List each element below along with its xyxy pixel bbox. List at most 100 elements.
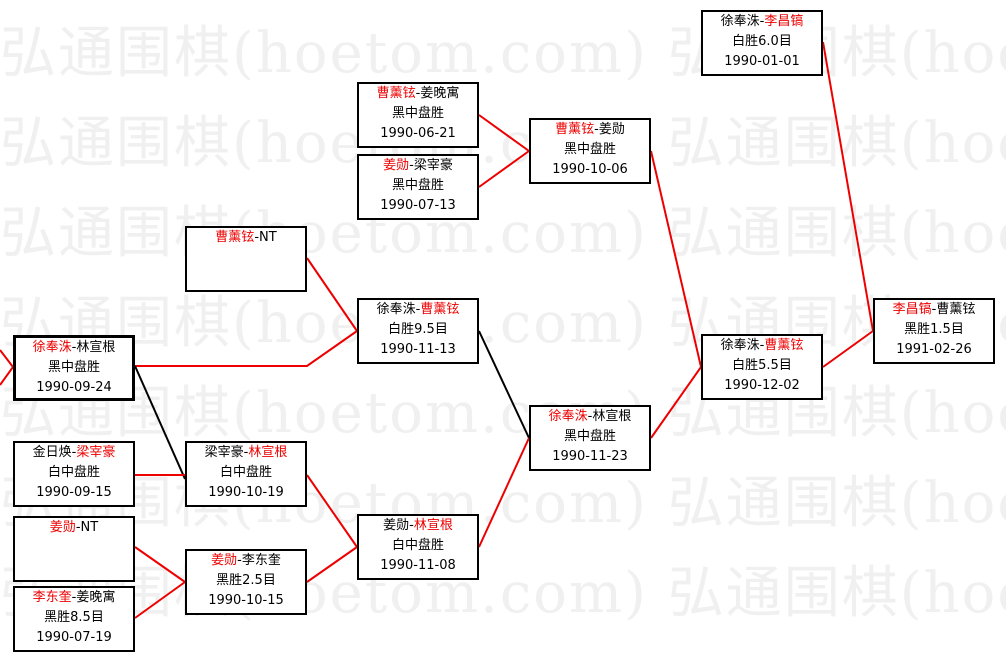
- match-players: 徐奉洙-林宣根: [531, 407, 649, 427]
- connector-line: [650, 150, 702, 368]
- player-2: 林宣根: [76, 340, 116, 355]
- watermark: 弘通围棋(hoetom.com) 弘通围棋(hoetom.com) 弘通围棋(h…: [0, 21, 1006, 86]
- match-result: 黑胜8.5目: [44, 610, 104, 625]
- match-result: 黑中盘胜: [47, 360, 100, 375]
- match-box[interactable]: 李东奎-姜晚寓黑胜8.5目 1990-07-19: [13, 586, 135, 652]
- match-result: 黑中盘胜: [391, 178, 444, 193]
- player-2: 姜勋: [598, 122, 625, 137]
- match-players: 徐奉洙-李昌镐: [703, 12, 821, 32]
- watermark: 弘通围棋(hoetom.com) 弘通围棋(hoetom.com) 弘通围棋(h…: [0, 291, 1006, 356]
- match-result: 黑中盘胜: [391, 106, 444, 121]
- match-result: 黑中盘胜: [563, 429, 616, 444]
- match-date: 1990-09-24: [36, 380, 112, 395]
- player-1: 姜勋: [49, 520, 76, 535]
- separator: -: [409, 158, 414, 173]
- match-date: 1990-09-15: [36, 485, 112, 500]
- match-date: 1990-10-15: [208, 593, 284, 608]
- connector-line: [306, 546, 358, 583]
- player-2: 梁宰豪: [413, 158, 453, 173]
- separator: -: [254, 230, 260, 245]
- separator: -: [409, 518, 414, 533]
- match-players: 李东奎-姜晚寓: [15, 588, 133, 608]
- match-players: 姜勋-李东奎: [187, 551, 305, 571]
- player-1: 曹薰铉: [376, 86, 416, 101]
- match-box[interactable]: 曹薰铉-姜晚寓黑中盘胜 1990-06-21: [357, 82, 479, 148]
- player-1: 曹薰铉: [215, 230, 255, 245]
- match-date: 1990-11-23: [552, 449, 628, 464]
- match-players: 徐奉洙-林宣根: [16, 338, 132, 358]
- match-box[interactable]: 徐奉洙-曹薰铉白胜5.5目 1990-12-02: [701, 334, 823, 400]
- separator: -: [759, 338, 765, 353]
- connector-line: [306, 474, 358, 548]
- connector-line: [478, 114, 530, 152]
- player-2: 林宣根: [248, 445, 288, 460]
- player-1: 徐奉洙: [32, 340, 72, 355]
- match-result: 黑胜2.5目: [216, 573, 276, 588]
- separator: -: [243, 445, 249, 460]
- connector-line: [306, 257, 358, 332]
- watermark: 弘通围棋(hoetom.com) 弘通围棋(hoetom.com) 弘通围棋(h…: [0, 381, 1006, 446]
- match-result: 白胜9.5目: [388, 322, 448, 337]
- match-players: 徐奉洙-曹薰铉: [359, 300, 477, 320]
- player-1: 曹薰铉: [555, 122, 595, 137]
- separator: -: [415, 302, 421, 317]
- separator: -: [237, 553, 242, 568]
- separator: -: [931, 302, 937, 317]
- connector-line: [134, 365, 186, 480]
- player-2: 林宣根: [413, 518, 453, 533]
- player-1: 徐奉洙: [376, 302, 416, 317]
- connector-line: [0, 349, 15, 386]
- connector-line: [478, 150, 530, 188]
- match-result: 白胜6.0目: [732, 34, 792, 49]
- match-box[interactable]: 徐奉洙-林宣根黑中盘胜 1990-09-24: [13, 335, 135, 401]
- match-date: 1991-02-26: [896, 342, 972, 357]
- match-date: 1990-11-13: [380, 342, 456, 357]
- match-players: 姜勋-林宣根: [359, 516, 477, 536]
- connector-line: [822, 41, 874, 332]
- watermark: 弘通围棋(hoetom.com) 弘通围棋(hoetom.com) 弘通围棋(h…: [0, 201, 1006, 266]
- separator: -: [71, 340, 77, 355]
- player-1: 金日焕: [32, 445, 72, 460]
- player-1: 徐奉洙: [548, 409, 588, 424]
- player-2: 姜晚寓: [420, 86, 460, 101]
- player-2: 曹薰铉: [936, 302, 976, 317]
- player-2: 林宣根: [592, 409, 632, 424]
- match-box[interactable]: 姜勋-梁宰豪黑中盘胜 1990-07-13: [357, 154, 479, 220]
- match-box[interactable]: 曹薰铉-NT: [185, 226, 307, 292]
- match-players: 金日焕-梁宰豪: [15, 443, 133, 463]
- player-1: 姜勋: [383, 158, 410, 173]
- player-1: 姜勋: [211, 553, 238, 568]
- player-2: 李昌镐: [764, 14, 804, 29]
- match-players: 李昌镐-曹薰铉: [875, 300, 993, 320]
- match-date: 1990-10-19: [208, 485, 284, 500]
- connector-line: [135, 330, 358, 367]
- match-players: 曹薰铉-姜晚寓: [359, 84, 477, 104]
- player-1: 姜勋: [383, 518, 410, 533]
- player-2: 梁宰豪: [76, 445, 116, 460]
- match-players: 梁宰豪-林宣根: [187, 443, 305, 463]
- match-date: 1990-06-21: [380, 126, 456, 141]
- match-date: 1990-12-02: [724, 378, 800, 393]
- player-2: NT: [80, 520, 99, 535]
- match-date: 1990-11-08: [380, 558, 456, 573]
- match-players: 徐奉洙-曹薰铉: [703, 336, 821, 356]
- connector-line: [478, 330, 530, 439]
- match-result: 白胜5.5目: [732, 358, 792, 373]
- match-box[interactable]: 徐奉洙-林宣根黑中盘胜 1990-11-23: [529, 405, 651, 471]
- player-1: 徐奉洙: [720, 14, 760, 29]
- connector-line: [478, 437, 530, 548]
- match-date: 1990-07-13: [380, 198, 456, 213]
- connector-line: [134, 546, 186, 583]
- match-box[interactable]: 姜勋-李东奎黑胜2.5目 1990-10-15: [185, 549, 307, 615]
- match-box[interactable]: 姜勋-NT: [13, 516, 135, 582]
- connector-line: [134, 581, 186, 619]
- match-players: 姜勋-NT: [15, 518, 133, 538]
- match-box[interactable]: 徐奉洙-曹薰铉白胜9.5目 1990-11-13: [357, 298, 479, 364]
- match-date: 1990-07-19: [36, 630, 112, 645]
